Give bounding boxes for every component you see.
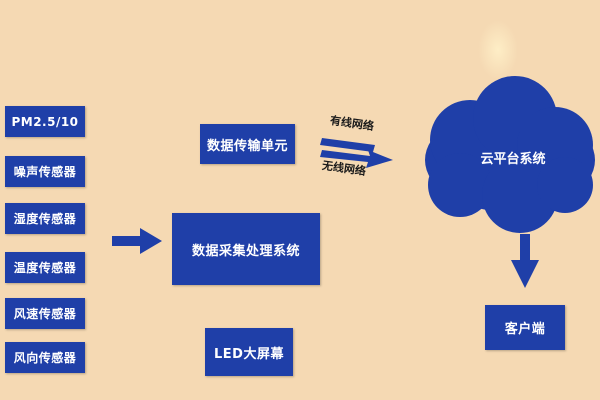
client-label: 客户端 [504, 322, 546, 337]
sensor-noise: 噪声传感器 [5, 156, 85, 187]
sensor-noise-label: 噪声传感器 [13, 165, 77, 179]
sensor-wind-speed: 风速传感器 [5, 298, 85, 329]
sensor-wind-direction: 风向传感器 [5, 342, 85, 373]
client: 客户端 [485, 305, 565, 350]
transmission-unit: 数据传输单元 [200, 124, 295, 164]
cloud-platform-label: 云平台系统 [480, 152, 546, 167]
sensor-temperature-label: 温度传感器 [13, 261, 77, 275]
arrow-wireless-network [320, 150, 393, 168]
transmission-unit-label: 数据传输单元 [206, 138, 288, 154]
processing-system: 数据采集处理系统 [172, 213, 320, 285]
cloud-shape [425, 76, 595, 233]
sensor-pm25: PM2.5/10 [5, 106, 85, 137]
led-screen-label: LED大屏幕 [214, 346, 284, 362]
sensor-humidity-label: 湿度传感器 [13, 212, 77, 226]
arrow-cloud-to-client [511, 234, 539, 288]
sensor-wind-speed-label: 风速传感器 [13, 307, 77, 321]
sensor-temperature: 温度传感器 [5, 252, 85, 283]
sensor-wind-direction-label: 风向传感器 [13, 351, 77, 365]
processing-system-label: 数据采集处理系统 [191, 243, 300, 259]
sensor-pm25-label: PM2.5/10 [11, 114, 79, 129]
arrow-sensors-to-processing [112, 228, 162, 254]
light-glow [478, 20, 518, 80]
led-screen: LED大屏幕 [205, 328, 293, 376]
sensor-humidity: 湿度传感器 [5, 203, 85, 234]
arrow-wired-network [320, 138, 375, 152]
